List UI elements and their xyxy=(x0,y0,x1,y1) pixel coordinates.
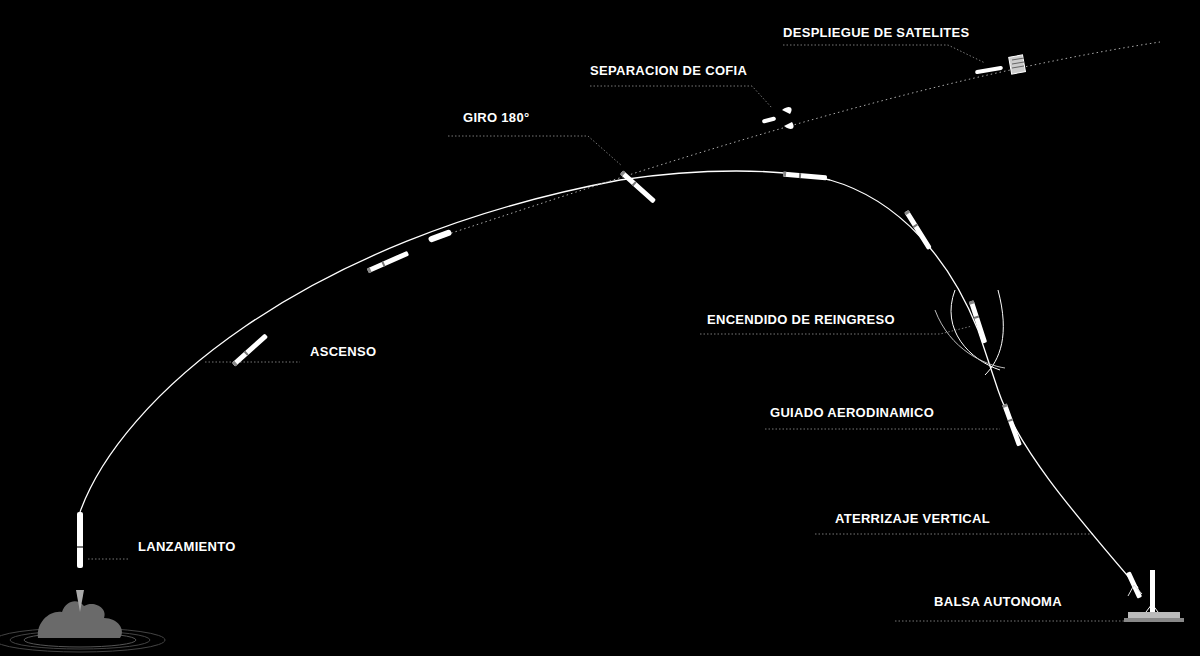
leader-lines xyxy=(88,45,1140,621)
step-label: ATERRIZAJE VERTICAL xyxy=(835,511,990,527)
upper-stage xyxy=(428,229,453,243)
launch-rocket xyxy=(77,512,83,568)
reentry-plume xyxy=(935,290,1005,375)
leader-line xyxy=(700,326,972,334)
droneship xyxy=(1124,570,1184,622)
leader-line xyxy=(590,86,772,108)
leader-line xyxy=(205,362,300,363)
leader-line xyxy=(895,621,1140,622)
leader-line xyxy=(815,534,1095,535)
step-label: SEPARACION DE COFIA xyxy=(590,63,747,79)
leader-line xyxy=(783,45,985,63)
step-label: BALSA AUTONOMA xyxy=(934,594,1062,610)
step-label: GUIADO AERODINAMICO xyxy=(770,405,934,421)
payload-trajectory xyxy=(430,42,1160,240)
launch-pad xyxy=(0,590,165,652)
fairing-halves xyxy=(762,107,794,129)
step-label: LANZAMIENTO xyxy=(138,539,236,555)
step-label: ASCENSO xyxy=(310,344,376,360)
booster-trajectory xyxy=(80,171,1138,588)
satellite-stack xyxy=(975,55,1026,74)
leader-line xyxy=(448,136,622,166)
leader-line xyxy=(88,559,130,560)
step-label: ENCENDIDO DE REINGRESO xyxy=(707,312,895,328)
step-label: DESPLIEGUE DE SATELITES xyxy=(783,25,970,41)
leader-line xyxy=(765,429,1000,430)
step-label: GIRO 180° xyxy=(463,110,529,126)
